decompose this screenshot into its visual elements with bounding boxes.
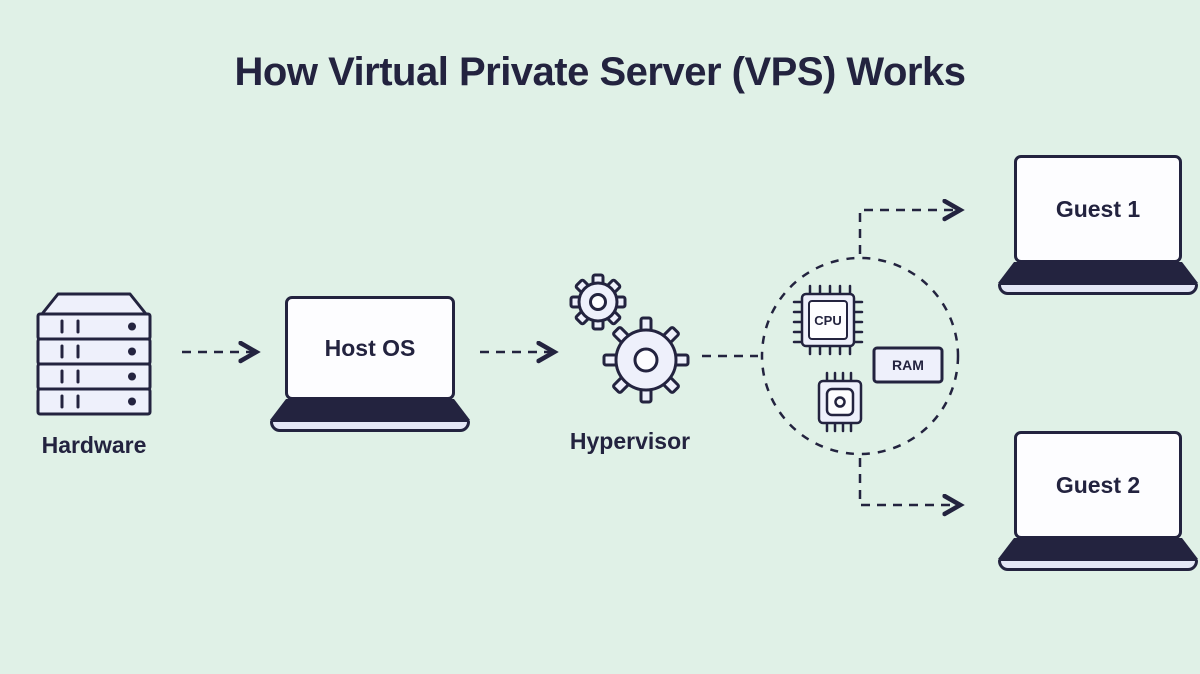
hypervisor-label: Hypervisor (569, 428, 691, 454)
host-os-screen: Host OS (285, 296, 455, 400)
host-os-laptop-base (270, 399, 470, 432)
ram-icon: RAM (872, 346, 944, 384)
small-gear-icon (569, 273, 627, 331)
hardware-label: Hardware (41, 432, 147, 458)
ram-label: RAM (892, 357, 924, 373)
laptop-basebar (270, 419, 470, 432)
laptop-deck (998, 262, 1198, 283)
guest2-label: Guest 2 (1055, 471, 1141, 498)
guest1-screen: Guest 1 (1014, 155, 1182, 263)
arrow-resources-to-guest2 (858, 458, 958, 505)
guest1-label: Guest 1 (1055, 195, 1141, 222)
big-gear-icon (602, 316, 690, 404)
guest2-screen: Guest 2 (1014, 431, 1182, 539)
resources-icons: CPU RAM (792, 284, 944, 433)
host-os-label: Host OS (324, 334, 416, 361)
server-rack-icon (36, 292, 152, 416)
guest1-laptop: Guest 1 (998, 155, 1198, 295)
host-os-laptop: Host OS (270, 296, 470, 432)
guest1-laptop-base (998, 262, 1198, 295)
laptop-basebar (998, 558, 1198, 571)
gears-icon (569, 273, 690, 404)
hardware-node: Hardware (14, 284, 174, 459)
page-title: How Virtual Private Server (VPS) Works (234, 50, 966, 94)
laptop-deck (270, 399, 470, 420)
cpu-icon: CPU (792, 284, 864, 356)
cpu-label: CPU (814, 313, 841, 328)
guest2-laptop-base (998, 538, 1198, 571)
arrow-resources-to-guest1 (858, 210, 958, 254)
microchip-icon (817, 371, 863, 433)
guest2-laptop: Guest 2 (998, 431, 1198, 571)
laptop-basebar (998, 282, 1198, 295)
laptop-deck (998, 538, 1198, 559)
